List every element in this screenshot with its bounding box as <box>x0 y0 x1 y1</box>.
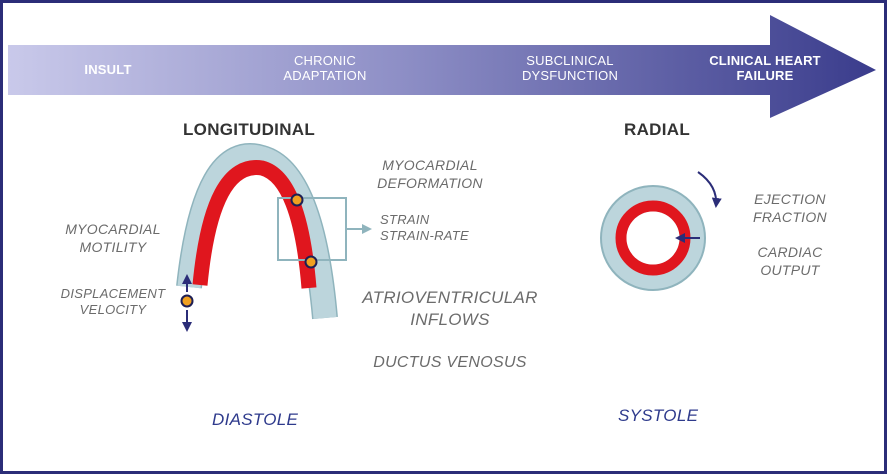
av-inflows-line2: INFLOWS <box>345 309 555 331</box>
strain-rate-text: STRAIN-RATE <box>380 228 490 244</box>
cardiac-output-label: CARDIAC OUTPUT <box>730 243 850 279</box>
diastole-label: DIASTOLE <box>212 410 298 430</box>
marker-dot-bottom <box>306 257 317 268</box>
marker-dot-top <box>292 195 303 206</box>
output-line2: OUTPUT <box>730 261 850 279</box>
longitudinal-heading: LONGITUDINAL <box>183 120 315 140</box>
strain-label: STRAIN STRAIN-RATE <box>380 212 490 244</box>
av-inflows-line1: ATRIOVENTRICULAR <box>345 287 555 309</box>
myocardial-deformation-label: MYOCARDIAL DEFORMATION <box>355 156 505 192</box>
displacement-velocity-label: DISPLACEMENT VELOCITY <box>50 286 176 318</box>
radial-heading: RADIAL <box>624 120 690 140</box>
av-inflows-label: ATRIOVENTRICULAR INFLOWS <box>345 287 555 331</box>
ejection-line1: EJECTION <box>730 190 850 208</box>
ejection-line2: FRACTION <box>730 208 850 226</box>
myocardial-motility-label: MYOCARDIAL MOTILITY <box>48 220 178 256</box>
marker-dot-base <box>182 296 193 307</box>
strain-text: STRAIN <box>380 212 490 228</box>
motility-line2: MOTILITY <box>48 238 178 256</box>
output-line1: CARDIAC <box>730 243 850 261</box>
ductus-venosus-label: DUCTUS VENOSUS <box>345 354 555 372</box>
rotation-arrow <box>698 172 716 206</box>
motility-line1: MYOCARDIAL <box>48 220 178 238</box>
deformation-line2: DEFORMATION <box>355 174 505 192</box>
deformation-line1: MYOCARDIAL <box>355 156 505 174</box>
systole-label: SYSTOLE <box>618 406 698 426</box>
velocity-text: VELOCITY <box>50 302 176 318</box>
ejection-fraction-label: EJECTION FRACTION <box>730 190 850 226</box>
displacement-text: DISPLACEMENT <box>50 286 176 302</box>
radial-cavity <box>627 212 680 265</box>
